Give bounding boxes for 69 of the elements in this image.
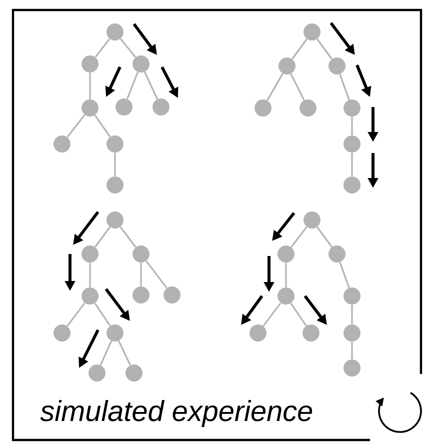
tree-node (328, 246, 346, 262)
tree-node (278, 58, 296, 74)
tree-edge (94, 226, 110, 248)
tree-edge (351, 152, 353, 176)
tree-node (106, 136, 124, 152)
tree-node (344, 136, 360, 152)
tree-node (126, 364, 142, 382)
tree-node (152, 98, 170, 116)
tree-node (304, 212, 320, 228)
tree-node (278, 288, 294, 304)
tree-node (82, 288, 98, 304)
tree-edge (351, 342, 353, 360)
tree-node (82, 246, 98, 262)
tree-node (250, 324, 266, 342)
tree-node (88, 364, 106, 382)
tree-node (164, 286, 180, 304)
tree-edge (94, 114, 111, 138)
tree-edge (66, 302, 86, 327)
tree-node (344, 100, 360, 116)
tree-edge (114, 152, 116, 176)
tree-edge (262, 302, 282, 327)
tree-edge (94, 38, 110, 58)
tree-node (106, 176, 124, 194)
tree-edge (89, 262, 91, 288)
tree-node (344, 288, 360, 304)
tree-node (132, 286, 150, 304)
tree-node (116, 98, 132, 116)
tree-node (132, 246, 150, 262)
caption-text: simulated experience (40, 400, 312, 427)
tree-edge (89, 72, 91, 100)
tree-edge (351, 304, 353, 324)
tree-edge (126, 72, 139, 100)
tree-node (254, 100, 272, 116)
tree-node (54, 136, 70, 152)
tree-node (82, 100, 98, 116)
tree-edge (290, 302, 307, 326)
tree-edge (66, 114, 86, 138)
tree-node (278, 246, 294, 262)
tree-edge (118, 340, 131, 366)
tree-node (82, 56, 98, 72)
tree-edge (94, 302, 111, 326)
tree-node (328, 58, 346, 74)
tree-node (54, 324, 70, 342)
tree-edge (120, 226, 136, 248)
tree-node (300, 100, 316, 116)
tree-edge (339, 262, 350, 288)
tree-edge (120, 38, 136, 58)
tree-node (106, 24, 124, 40)
tree-node (132, 56, 150, 72)
tree-node (304, 24, 320, 40)
tree-edge (292, 38, 308, 60)
tree-node (302, 324, 320, 342)
tree-node (344, 324, 360, 342)
tree-edge (100, 340, 112, 366)
tree-node (344, 176, 360, 194)
tree-edge (140, 262, 142, 286)
tree-node (106, 212, 124, 228)
tree-edge (144, 72, 158, 100)
tree-node (344, 360, 360, 376)
tree-edge (351, 116, 353, 136)
tree-edge (316, 38, 332, 60)
tree-edge (266, 73, 284, 101)
tree-edge (290, 226, 308, 248)
tree-edge (339, 74, 350, 100)
tree-edge (146, 260, 168, 289)
tree-edge (316, 226, 332, 248)
tree-edge (285, 262, 287, 288)
tree-edge (290, 73, 305, 101)
tree-node (106, 324, 124, 342)
